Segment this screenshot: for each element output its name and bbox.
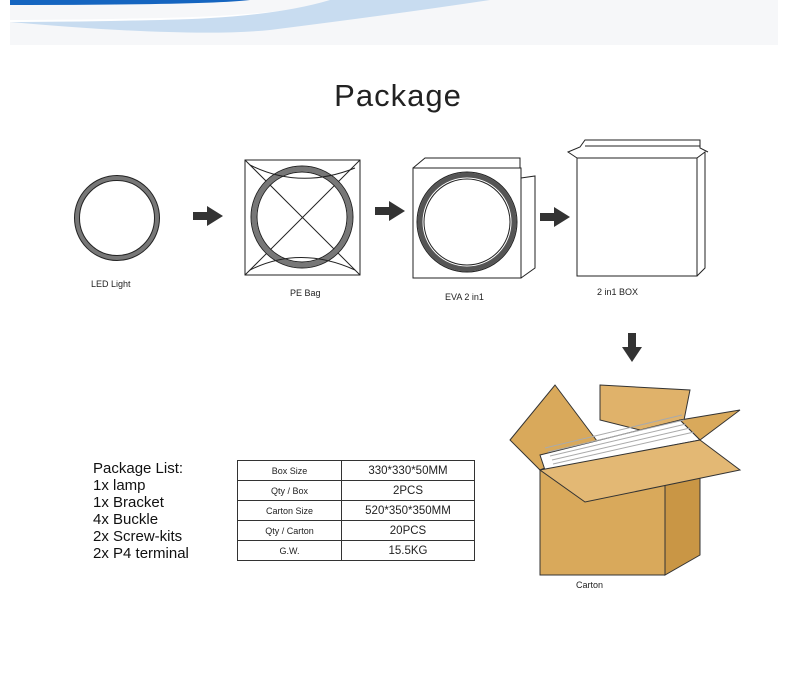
- list-item: 4x Buckle: [93, 511, 159, 528]
- arrow-right-icon: [193, 206, 223, 226]
- spec-value: 2PCS: [341, 480, 475, 501]
- spec-value: 520*350*350MM: [341, 500, 475, 521]
- step-label: LED Light: [91, 279, 131, 289]
- box-image: [566, 139, 709, 277]
- pe-bag-image: [244, 159, 361, 276]
- list-item: 1x lamp: [93, 477, 146, 494]
- arrow-right-icon: [375, 201, 405, 221]
- list-item: 2x Screw-kits: [93, 528, 183, 545]
- spec-value: 330*330*50MM: [341, 460, 475, 481]
- package-list: Package List: 1x lamp 1x Bracket 4x Buck…: [93, 460, 189, 562]
- header-banner: [10, 0, 778, 45]
- led-light-image: [74, 175, 160, 261]
- spec-name: Qty / Carton: [237, 520, 342, 541]
- list-item: 2x P4 terminal: [93, 545, 189, 562]
- page-title: Package: [334, 78, 462, 113]
- wave-decoration: [10, 0, 490, 33]
- step-label: 2 in1 BOX: [597, 287, 639, 297]
- package-list-heading: Package List:: [93, 460, 184, 477]
- spec-name: Qty / Box: [237, 480, 342, 501]
- carton-image: [509, 384, 742, 576]
- table-row: G.W.15.5KG: [237, 540, 475, 561]
- spec-value: 20PCS: [341, 520, 475, 541]
- arrow-down-icon: [622, 333, 642, 362]
- list-item: 1x Bracket: [93, 494, 164, 511]
- carton-label: Carton: [576, 580, 604, 590]
- eva-image: [412, 157, 536, 279]
- arrow-right-icon: [540, 207, 570, 227]
- spec-name: Box Size: [237, 460, 342, 481]
- step-label: EVA 2 in1: [445, 292, 484, 302]
- spec-name: G.W.: [237, 540, 342, 561]
- step-label: PE Bag: [290, 288, 321, 298]
- spec-value: 15.5KG: [341, 540, 475, 561]
- spec-name: Carton Size: [237, 500, 342, 521]
